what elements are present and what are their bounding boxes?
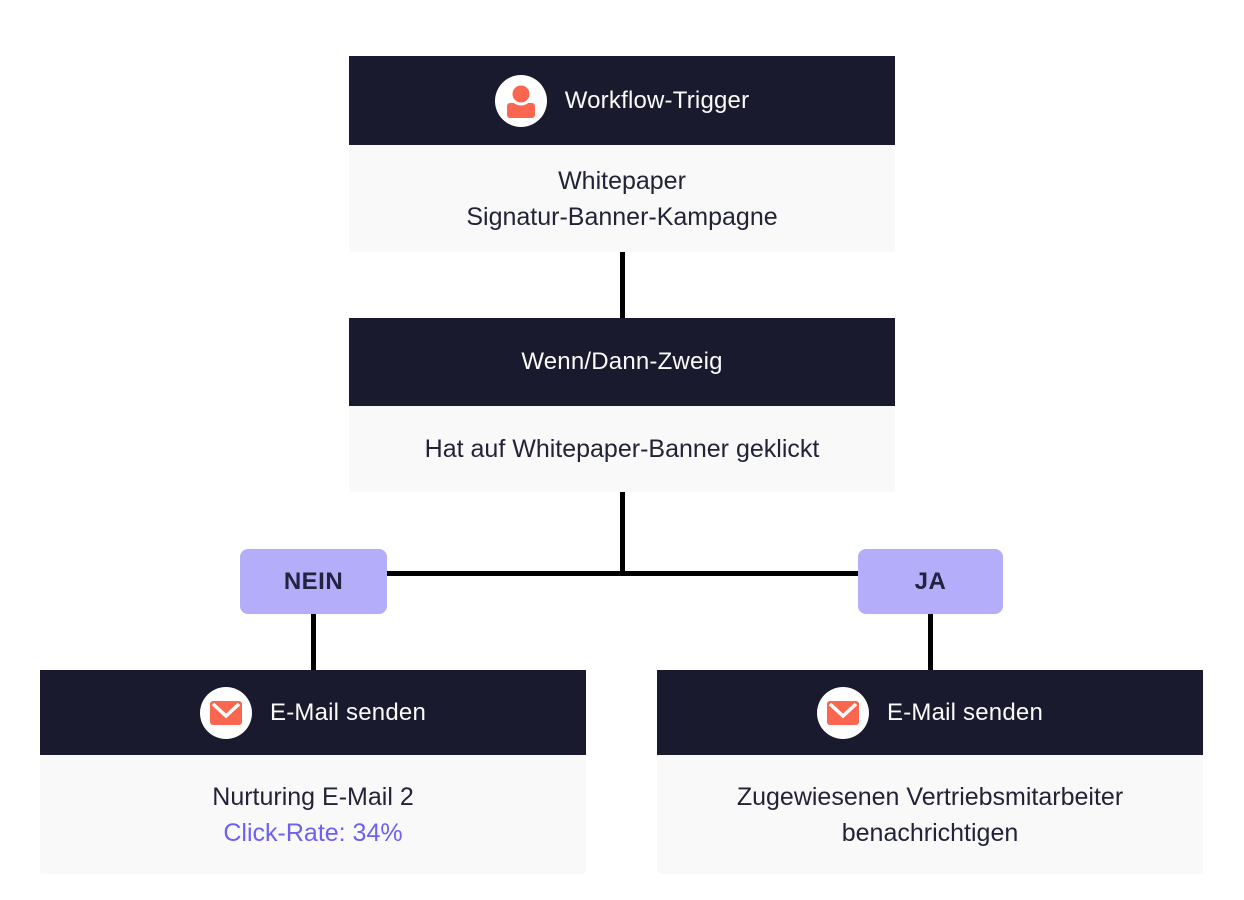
email-ja-body-line: benachrichtigen — [841, 818, 1019, 847]
trigger-body-line: Signatur-Banner-Kampagne — [466, 202, 778, 231]
node-if-then-branch-title: Wenn/Dann-Zweig — [521, 348, 723, 375]
click-rate-stat: Click-Rate: 34% — [223, 818, 403, 847]
node-if-then-branch[interactable]: Wenn/Dann-Zweig Hat auf Whitepaper-Banne… — [349, 318, 895, 492]
node-email-ja-header: E-Mail senden — [657, 670, 1203, 755]
node-workflow-trigger-title: Workflow-Trigger — [564, 86, 750, 114]
connector-nein-down — [311, 614, 316, 670]
branch-body-line: Hat auf Whitepaper-Banner geklickt — [424, 435, 820, 463]
branch-label-nein[interactable]: NEIN — [240, 549, 387, 614]
node-email-nein-title: E-Mail senden — [269, 698, 426, 726]
node-email-nein-body: Nurturing E-Mail 2 Click-Rate: 34% — [40, 755, 586, 874]
connector-trigger-to-branch — [620, 252, 625, 318]
node-email-nein[interactable]: E-Mail senden Nurturing E-Mail 2 Click-R… — [40, 670, 586, 874]
connector-branch-down — [620, 492, 625, 576]
branch-label-ja[interactable]: JA — [858, 549, 1003, 614]
node-email-ja-title: E-Mail senden — [886, 698, 1043, 726]
envelope-icon — [816, 686, 869, 739]
node-if-then-branch-header: Wenn/Dann-Zweig — [349, 318, 895, 406]
trigger-body-line: Whitepaper — [558, 166, 686, 195]
node-workflow-trigger[interactable]: Workflow-Trigger Whitepaper Signatur-Ban… — [349, 56, 895, 252]
node-email-ja-body: Zugewiesenen Vertriebsmitarbeiter benach… — [657, 755, 1203, 874]
email-nein-body-line: Nurturing E-Mail 2 — [212, 782, 414, 811]
node-if-then-branch-body: Hat auf Whitepaper-Banner geklickt — [349, 406, 895, 492]
person-icon — [494, 74, 547, 127]
node-email-nein-header: E-Mail senden — [40, 670, 586, 755]
node-workflow-trigger-header: Workflow-Trigger — [349, 56, 895, 145]
node-email-ja[interactable]: E-Mail senden Zugewiesenen Vertriebsmita… — [657, 670, 1203, 874]
email-ja-body-line: Zugewiesenen Vertriebsmitarbeiter — [736, 782, 1124, 811]
connector-ja-down — [928, 614, 933, 670]
envelope-icon — [199, 686, 252, 739]
connector-horizontal — [387, 571, 858, 576]
node-workflow-trigger-body: Whitepaper Signatur-Banner-Kampagne — [349, 145, 895, 252]
